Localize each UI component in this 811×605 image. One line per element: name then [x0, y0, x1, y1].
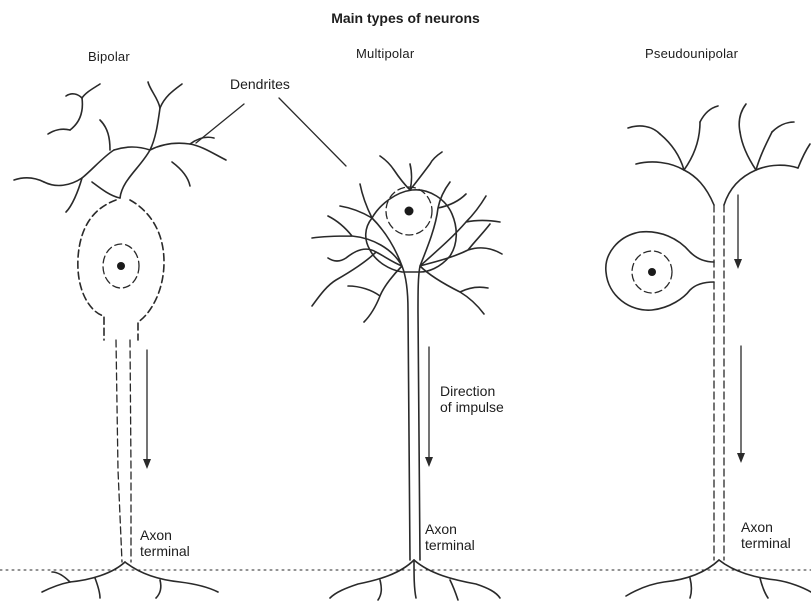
pseudounipolar-dendrites — [628, 104, 810, 205]
bipolar-dendrites — [14, 82, 226, 212]
multipolar-axon-terminal-label: Axon terminal — [425, 521, 475, 553]
multipolar-axon-terminal-line-1: Axon — [425, 521, 475, 537]
direction-of-impulse-line-1: Direction — [440, 383, 504, 399]
direction-of-impulse-label: Direction of impulse — [440, 383, 504, 415]
pseudounipolar-axon-terminal — [626, 560, 811, 598]
bipolar-axon-terminal-line-1: Axon — [140, 527, 190, 543]
direction-of-impulse-line-2: of impulse — [440, 399, 504, 415]
bipolar-nucleolus — [117, 262, 125, 270]
pseudounipolar-nucleolus — [648, 268, 656, 276]
multipolar-nucleolus — [405, 207, 414, 216]
pseudounipolar-axon-terminal-line-1: Axon — [741, 519, 791, 535]
bipolar-axon — [116, 340, 131, 562]
pseudounipolar-axon-terminal-label: Axon terminal — [741, 519, 791, 551]
multipolar-axon-terminal — [330, 560, 500, 600]
multipolar-label: Multipolar — [356, 47, 414, 62]
pseudounipolar-label: Pseudounipolar — [645, 47, 738, 62]
bipolar-cell-body — [78, 200, 164, 340]
figure-title: Main types of neurons — [0, 10, 811, 26]
pseudounipolar-cell-body — [606, 232, 714, 310]
multipolar-axon-terminal-line-2: terminal — [425, 537, 475, 553]
bipolar-neuron — [14, 82, 226, 598]
bipolar-axon-terminal-line-2: terminal — [140, 543, 190, 559]
dendrites-label: Dendrites — [230, 76, 290, 92]
pseudounipolar-axon-terminal-line-2: terminal — [741, 535, 791, 551]
bipolar-axon-terminal-label: Axon terminal — [140, 527, 190, 559]
pseudounipolar-axon — [714, 205, 724, 560]
bipolar-axon-terminal — [42, 562, 218, 598]
bipolar-label: Bipolar — [88, 50, 130, 65]
